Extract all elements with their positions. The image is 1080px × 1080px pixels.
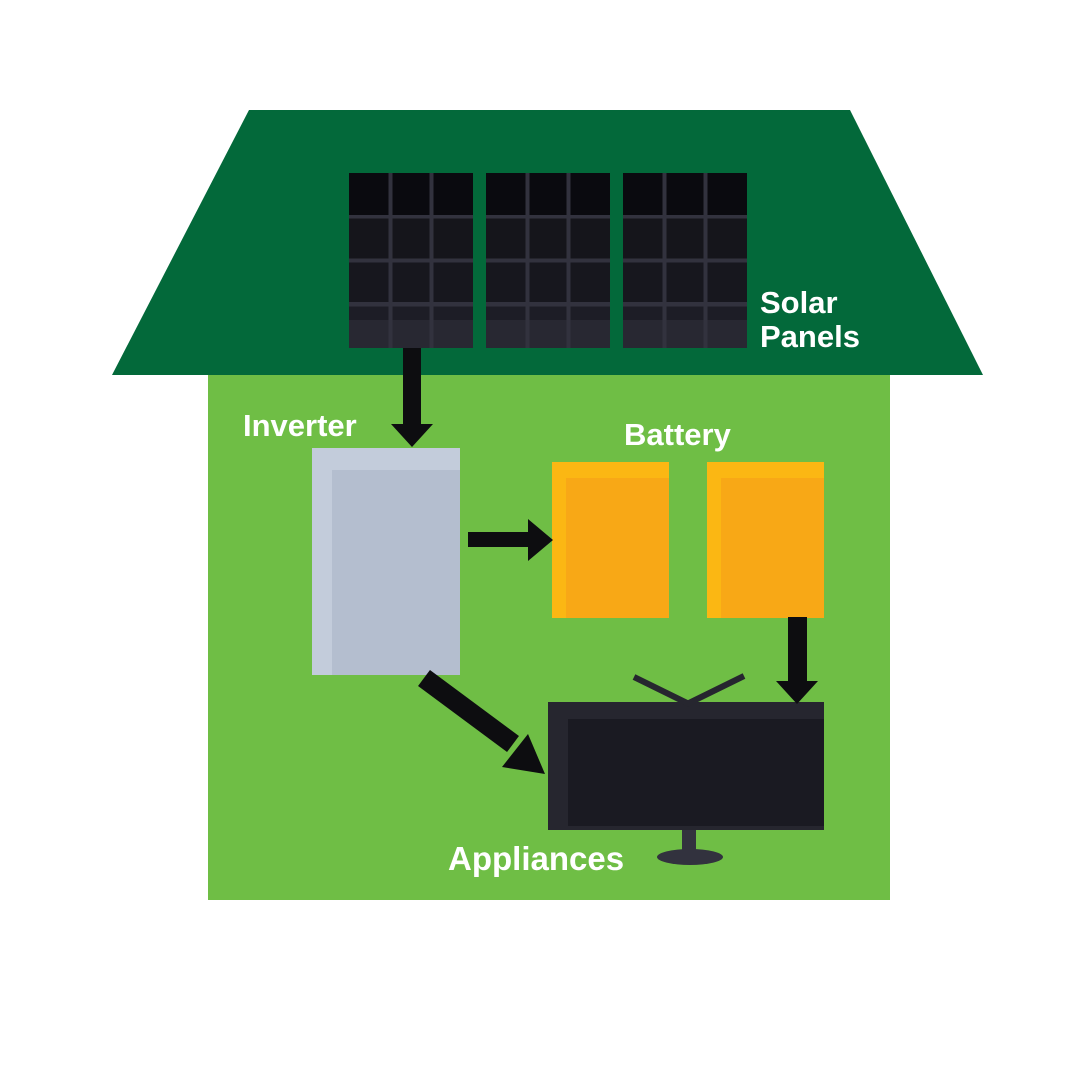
tv-stand-base — [657, 849, 723, 865]
battery-unit-1 — [552, 462, 669, 618]
solar-panels-label: Solar Panels — [760, 285, 860, 354]
battery-unit-1-face — [566, 478, 669, 618]
battery-label: Battery — [624, 417, 731, 452]
battery-unit-2 — [707, 462, 824, 618]
appliances-label: Appliances — [448, 840, 625, 877]
solar-panel-module-3 — [623, 173, 747, 348]
tv-stand-stem — [682, 830, 696, 852]
inverter-box — [312, 448, 460, 675]
solar-panel-module-1 — [349, 173, 473, 348]
inverter-label: Inverter — [243, 408, 357, 443]
tv-screen — [568, 719, 824, 826]
battery-unit-2-face — [721, 478, 824, 618]
inverter-box-face — [332, 470, 460, 675]
tv-appliance — [548, 702, 824, 830]
solar-panel-module-2 — [486, 173, 610, 348]
